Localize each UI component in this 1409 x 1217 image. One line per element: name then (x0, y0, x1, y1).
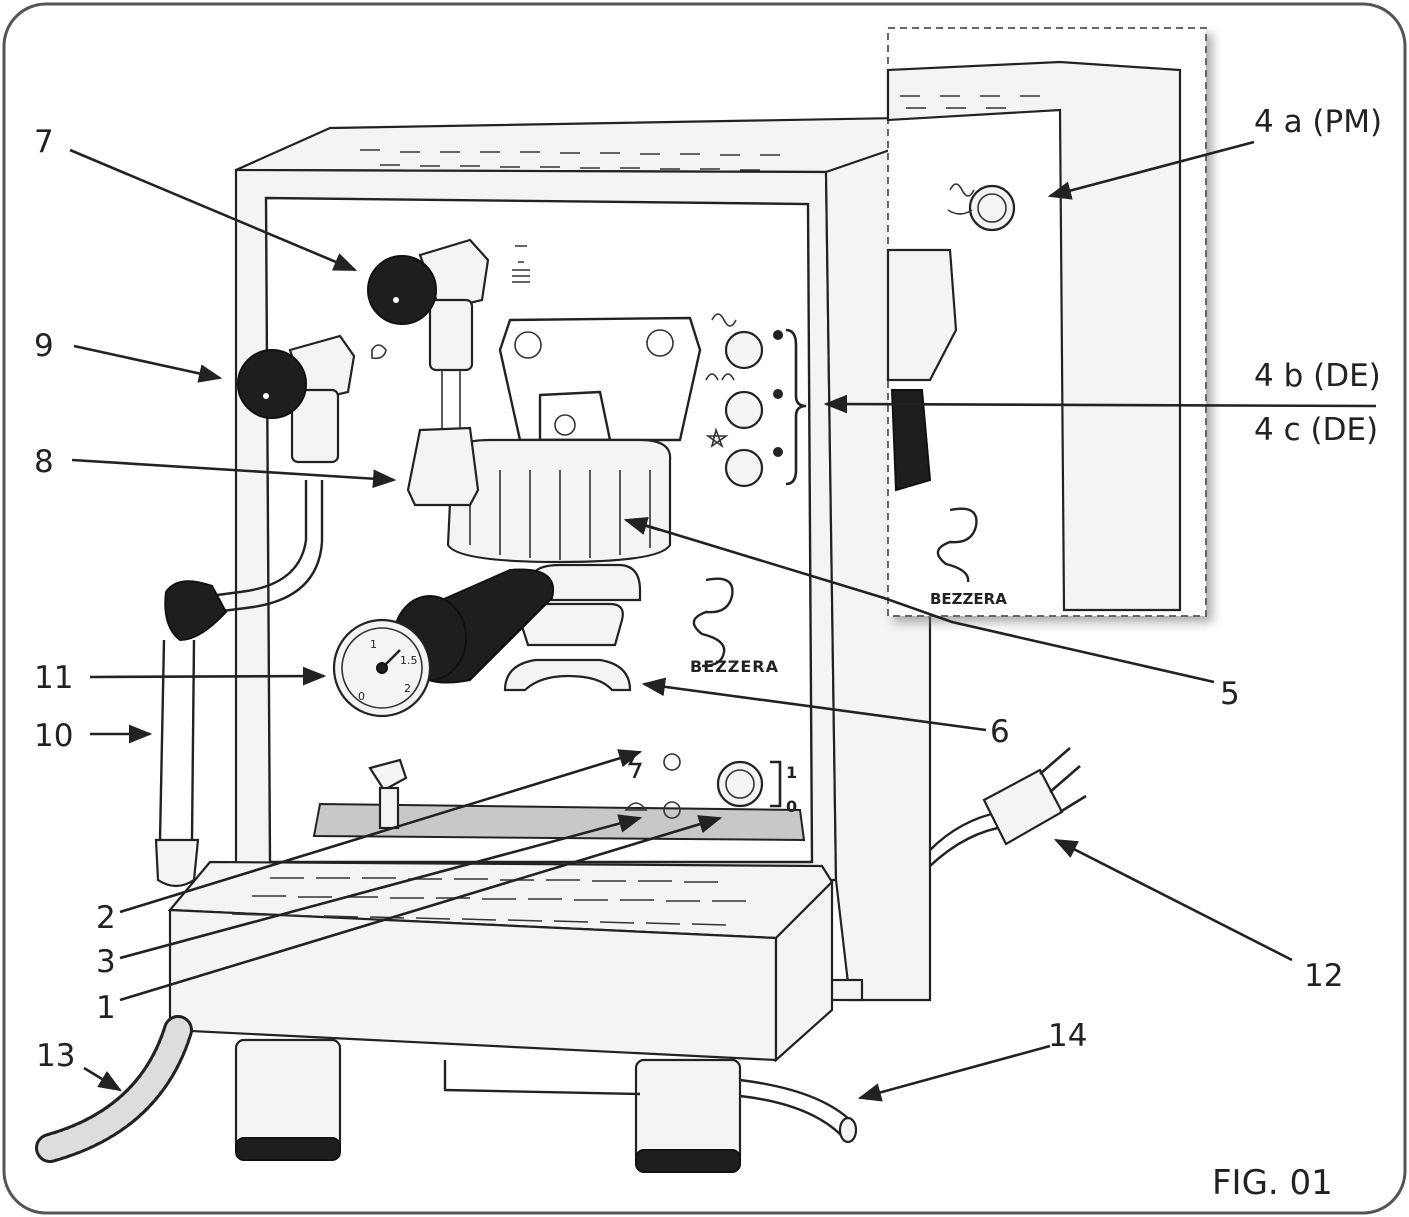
gauge-tick-15: 1.5 (400, 654, 418, 667)
callout-1: 1 (96, 990, 116, 1026)
top-vent-slots (360, 149, 780, 171)
steam-wand (154, 480, 324, 888)
arrow-2 (119, 749, 643, 914)
callout-14: 14 (1048, 1018, 1087, 1054)
callout-9: 9 (34, 328, 54, 364)
brand-logo: BEZZERA (690, 577, 779, 676)
double-cup-icon (705, 373, 735, 381)
machine-feet (234, 1038, 742, 1173)
callout-3: 3 (96, 944, 116, 980)
brand-text: BEZZERA (690, 657, 779, 676)
heating-light-icon (624, 802, 648, 811)
power-cord (929, 747, 1087, 867)
dose-buttons (705, 313, 807, 488)
arrow-7 (69, 148, 358, 272)
water-hose (35, 1015, 193, 1163)
hot-water-knob (367, 238, 530, 507)
arrow-13 (83, 1066, 122, 1092)
callout-10: 10 (34, 718, 73, 754)
arrow-6 (641, 677, 987, 732)
callout-2: 2 (96, 900, 116, 936)
gauge-tick-2: 2 (404, 682, 411, 695)
arrow-4a (1047, 140, 1255, 200)
callout-4c: 4 c (DE) (1254, 412, 1378, 448)
arrow-3 (119, 814, 643, 960)
arrow-11 (89, 666, 327, 686)
arrow-12 (1053, 838, 1293, 962)
steam-icon (371, 344, 387, 360)
switch-on-mark: 1 (786, 763, 797, 782)
switch-off-mark: 0 (786, 797, 797, 816)
inset-detail: BEZZERA (886, 27, 1207, 617)
callout-4b: 4 b (DE) (1254, 358, 1381, 394)
callout-4a: 4 a (PM) (1254, 104, 1382, 140)
arrow-4bc (823, 394, 1377, 414)
star-icon (705, 427, 729, 449)
arrow-5-head (623, 516, 661, 535)
callout-13: 13 (36, 1038, 75, 1074)
inset-brand-text: BEZZERA (930, 590, 1007, 608)
steam-knob (237, 334, 387, 464)
drip-tray (167, 860, 834, 1063)
callout-6: 6 (990, 714, 1010, 750)
gauge-tick-0: 0 (358, 690, 365, 703)
portafilter (393, 563, 642, 692)
gauge-tick-1: 1 (370, 638, 377, 651)
callout-8: 8 (34, 444, 54, 480)
hot-water-icon (512, 245, 530, 283)
callout-7: 7 (34, 124, 54, 160)
group-head (446, 316, 702, 564)
callout-labels: 7 9 8 11 10 2 3 1 13 14 12 6 5 4 a (PM) … (34, 104, 1382, 1074)
callout-12: 12 (1304, 958, 1343, 994)
callout-5: 5 (1220, 676, 1240, 712)
callout-11: 11 (34, 660, 73, 696)
arrow-9 (73, 344, 223, 383)
pressure-gauge: 0 1 1.5 2 (332, 618, 432, 718)
figure-caption: FIG. 01 (1212, 1163, 1333, 1203)
arrow-5 (627, 518, 1215, 684)
drain-tube (443, 1060, 858, 1144)
callout-arrows (69, 140, 1377, 1102)
single-cup-icon (711, 313, 737, 327)
arrow-8 (71, 458, 397, 489)
arrow-1 (119, 815, 723, 1002)
arrow-14 (857, 1044, 1051, 1102)
steam-mode-icon (947, 183, 975, 215)
